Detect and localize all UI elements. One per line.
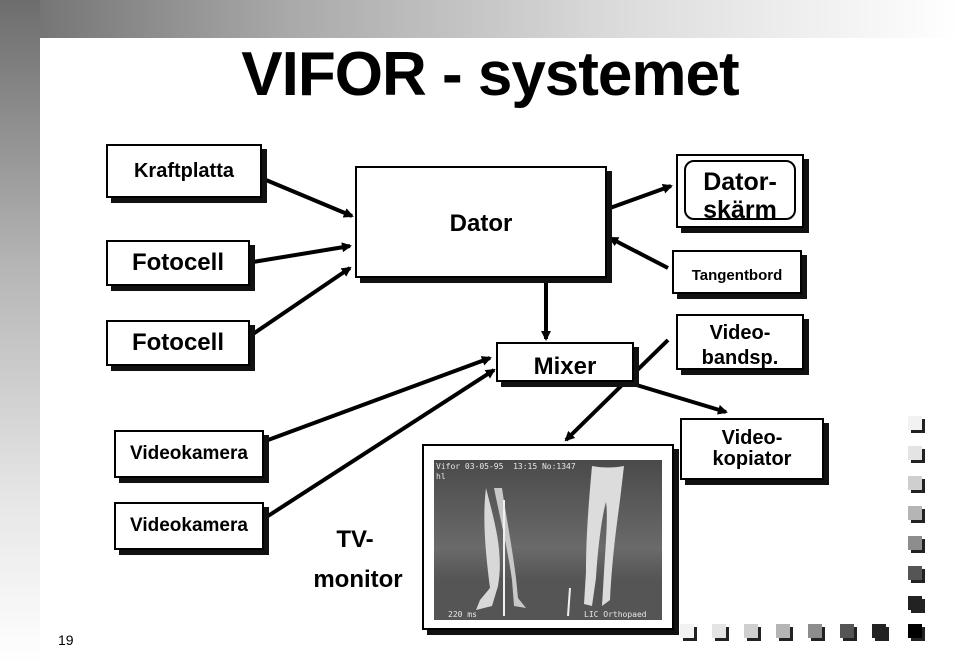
screen-overlay-top: Vifor 03-05-95 13:15 No:1347 xyxy=(436,462,576,471)
node-kraftplatta: Kraftplatta xyxy=(106,144,262,198)
datorskarm-screen-frame xyxy=(684,160,796,220)
tv-monitor-screen: Vifor 03-05-95 13:15 No:1347 hl 220 ms L… xyxy=(434,460,662,620)
arrow-videobandsp-tvmonitor xyxy=(564,338,670,442)
node-fotocell-1: Fotocell xyxy=(106,240,250,286)
arrow-fotocell2-dator xyxy=(251,266,352,336)
node-tv-monitor: Vifor 03-05-95 13:15 No:1347 hl 220 ms L… xyxy=(422,444,674,630)
tv-monitor-label-line2: monitor xyxy=(313,566,403,593)
arrow-kraftplatta-dator xyxy=(265,178,354,218)
node-videokamera-2-label: Videokamera xyxy=(130,515,248,537)
node-tangentbord: Tangentbord xyxy=(672,250,802,294)
slide-title: VIFOR - systemet xyxy=(241,40,739,109)
node-videokamera-1-label: Videokamera xyxy=(130,443,248,465)
deco-square xyxy=(908,506,922,520)
deco-square xyxy=(908,446,922,460)
deco-square xyxy=(908,566,922,580)
deco-square xyxy=(908,416,922,430)
deco-square xyxy=(908,536,922,550)
arrow-fotocell1-dator xyxy=(252,242,352,264)
node-videokamera-2: Videokamera xyxy=(114,502,264,550)
tv-monitor-label-line1: TV- xyxy=(336,526,374,553)
deco-square xyxy=(908,596,922,610)
node-fotocell-2: Fotocell xyxy=(106,320,250,366)
deco-square xyxy=(872,624,886,638)
node-datorskarm-label-line2: skärm xyxy=(703,196,777,224)
node-kraftplatta-label: Kraftplatta xyxy=(133,159,234,182)
deco-square xyxy=(808,624,822,638)
page-number: 19 xyxy=(58,632,74,648)
arrow-tangentbord-dator xyxy=(608,236,669,270)
deco-square xyxy=(744,624,758,638)
node-dator: Dator xyxy=(355,166,607,278)
screen-overlay-bottom-right: LIC Orthopaed xyxy=(584,610,647,619)
node-fotocell-1-label: Fotocell xyxy=(131,249,224,277)
deco-square xyxy=(908,476,922,490)
arrow-videokamera2-mixer xyxy=(266,368,496,518)
deco-square xyxy=(712,624,726,638)
node-fotocell-2-label: Fotocell xyxy=(131,329,224,357)
node-mixer: Mixer xyxy=(496,342,634,382)
deco-square xyxy=(680,624,694,638)
node-tangentbord-label: Tangentbord xyxy=(691,267,783,285)
node-dator-label: Dator xyxy=(449,209,513,237)
gait-video-frame xyxy=(434,466,662,620)
node-videokopiator-label-line1: Video- xyxy=(721,427,783,449)
node-videokamera-1: Videokamera xyxy=(114,430,264,478)
arrow-videokamera1-mixer xyxy=(267,356,492,442)
screen-overlay-top2: hl xyxy=(436,472,446,481)
node-videokopiator: Video- kopiator xyxy=(680,418,824,480)
node-videobandsp-label-line1: Video- xyxy=(709,322,771,344)
background-gradient-top xyxy=(0,0,959,38)
node-videobandsp: Video- bandsp. xyxy=(676,314,804,370)
node-datorskarm: Dator- skärm xyxy=(676,154,804,228)
node-mixer-label: Mixer xyxy=(533,353,597,381)
node-videokopiator-label-line2: kopiator xyxy=(712,448,792,470)
background-gradient-left xyxy=(0,0,40,664)
deco-square xyxy=(776,624,790,638)
deco-square xyxy=(908,624,922,638)
screen-overlay-bottom-left: 220 ms xyxy=(448,610,477,619)
arrow-dator-datorskarm xyxy=(609,184,673,210)
node-videobandsp-label-line2: bandsp. xyxy=(701,347,779,369)
deco-square xyxy=(840,624,854,638)
node-datorskarm-label-line1: Dator- xyxy=(703,167,777,196)
